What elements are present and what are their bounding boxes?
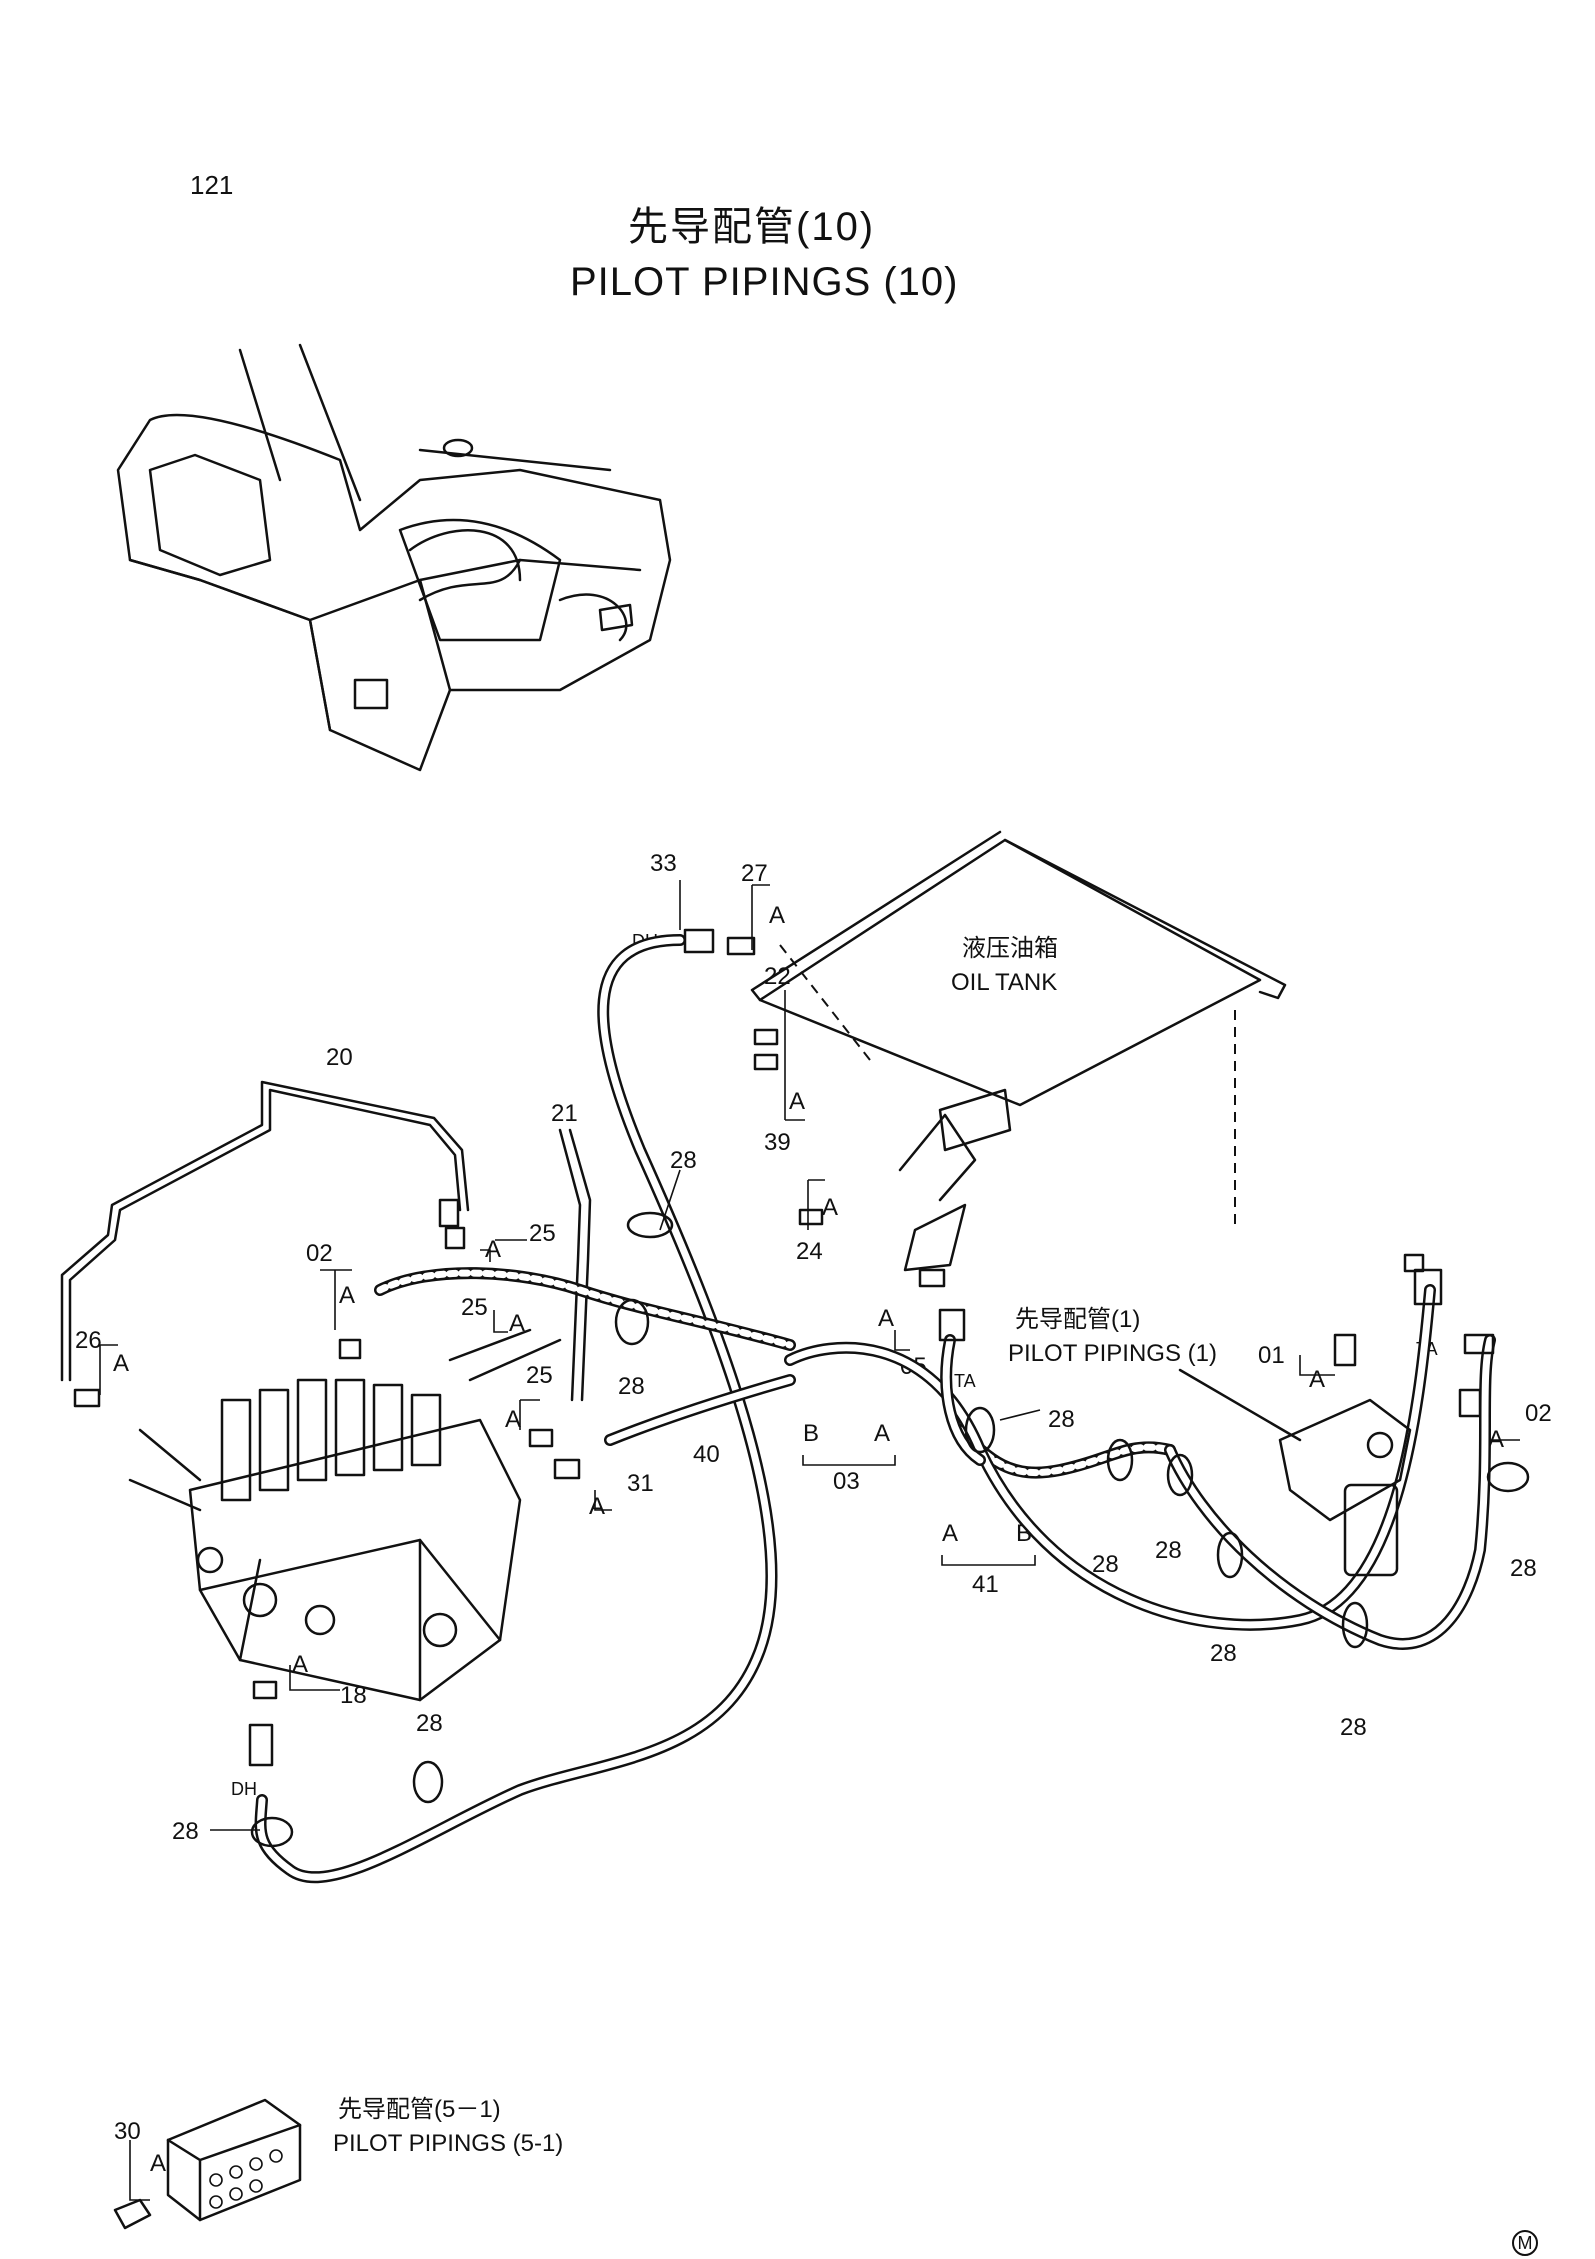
part-number-28-left: 28 bbox=[172, 1818, 199, 1845]
ref-pilot-5-1-english: PILOT PIPINGS (5-1) bbox=[333, 2130, 564, 2157]
marker-a-41: A bbox=[942, 1520, 959, 1547]
excavator-overview bbox=[116, 343, 672, 772]
title-english: PILOT PIPINGS (10) bbox=[570, 260, 959, 304]
callout-brackets bbox=[99, 880, 1520, 2201]
part-number-41: 41 bbox=[972, 1571, 999, 1598]
marker-b-03: B bbox=[803, 1420, 820, 1447]
part-number-33: 33 bbox=[650, 850, 677, 877]
marker-dh-bottom: DH bbox=[231, 1779, 257, 1799]
marker-a-31: A bbox=[589, 1493, 606, 1520]
oil-tank-label-chinese: 液压油箱 bbox=[962, 935, 1058, 962]
part-number-27: 27 bbox=[741, 860, 768, 887]
pilot-5-1-block bbox=[113, 2098, 302, 2230]
part-number-28-lower: 28 bbox=[416, 1710, 443, 1737]
pilot-filter-assembly bbox=[1178, 1368, 1412, 1577]
part-number-26: 26 bbox=[75, 1327, 102, 1354]
marker-a-25-top: A bbox=[485, 1236, 502, 1263]
page-number: 121 bbox=[190, 170, 234, 200]
marker-a-30: A bbox=[150, 2150, 167, 2177]
part-number-28-right-d: 28 bbox=[1210, 1640, 1237, 1667]
ref-pilot-1-english: PILOT PIPINGS (1) bbox=[1008, 1340, 1217, 1367]
part-number-40: 40 bbox=[693, 1441, 720, 1468]
marker-a-26: A bbox=[113, 1350, 130, 1377]
part-number-28-right-e: 28 bbox=[1340, 1714, 1367, 1741]
marker-ta-left: TA bbox=[954, 1371, 976, 1391]
part-number-02-left: 02 bbox=[306, 1240, 333, 1267]
part-number-28-upper: 28 bbox=[670, 1147, 697, 1174]
part-number-28-mid: 28 bbox=[618, 1373, 645, 1400]
ref-pilot-5-1-chinese: 先导配管(5－1) bbox=[338, 2096, 501, 2123]
part-number-02-right: 02 bbox=[1525, 1400, 1552, 1427]
marker-a-39: A bbox=[789, 1088, 806, 1115]
marker-a-25-mid: A bbox=[509, 1310, 526, 1337]
marker-a-27: A bbox=[769, 902, 786, 929]
marker-a-18: A bbox=[292, 1651, 309, 1678]
part-number-28-right-b: 28 bbox=[1092, 1551, 1119, 1578]
part-number-25-mid: 25 bbox=[461, 1294, 488, 1321]
part-number-21: 21 bbox=[551, 1100, 578, 1127]
control-valve-assembly bbox=[128, 1328, 562, 1702]
part-number-28-far-right: 28 bbox=[1510, 1555, 1537, 1582]
marker-a-24: A bbox=[822, 1194, 839, 1221]
marker-a-02: A bbox=[339, 1282, 356, 1309]
hose-40 bbox=[604, 1374, 796, 1446]
part-number-28-right-c: 28 bbox=[1155, 1537, 1182, 1564]
corner-mark-letter: M bbox=[1517, 2233, 1533, 2253]
marker-a-01: A bbox=[1309, 1366, 1326, 1393]
spiral-hoses bbox=[374, 1267, 1176, 1479]
marker-a-03: A bbox=[874, 1420, 891, 1447]
part-number-03: 03 bbox=[833, 1468, 860, 1495]
hose-clamps bbox=[250, 1211, 1530, 1848]
hose-03-41 bbox=[784, 1284, 1496, 1650]
pipe-20 bbox=[60, 1080, 470, 1382]
pipe-21 bbox=[558, 1128, 592, 1402]
part-number-30: 30 bbox=[114, 2118, 141, 2145]
fittings bbox=[73, 936, 1495, 1700]
oil-tank-label-english: OIL TANK bbox=[951, 969, 1058, 996]
oil-tank-plate bbox=[750, 830, 1287, 1230]
main-return-hose bbox=[248, 928, 778, 1884]
part-number-25-low: 25 bbox=[526, 1362, 553, 1389]
part-number-28-right-a: 28 bbox=[1048, 1406, 1075, 1433]
part-number-24: 24 bbox=[796, 1238, 823, 1265]
part-number-01: 01 bbox=[1258, 1342, 1285, 1369]
part-number-39: 39 bbox=[764, 1129, 791, 1156]
ref-pilot-1-chinese: 先导配管(1) bbox=[1015, 1306, 1141, 1333]
part-number-31: 31 bbox=[627, 1470, 654, 1497]
marker-a-25-low: A bbox=[505, 1406, 522, 1433]
marker-a-05: A bbox=[878, 1305, 895, 1332]
part-number-20: 20 bbox=[326, 1044, 353, 1071]
corner-mark-badge: M bbox=[1512, 2230, 1538, 2256]
tank-suction-pipe bbox=[898, 1088, 1012, 1272]
part-number-25-top: 25 bbox=[529, 1220, 556, 1247]
title-chinese: 先导配管(10) bbox=[628, 205, 876, 249]
